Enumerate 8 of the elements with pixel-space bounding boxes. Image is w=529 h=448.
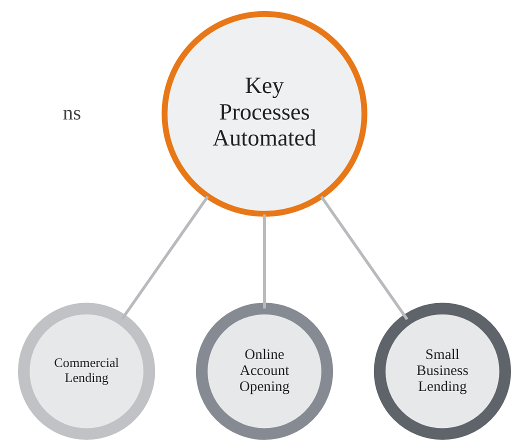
connector xyxy=(120,196,209,320)
node-circle: Commercial Lending xyxy=(18,302,156,440)
node-circle: Small Business Lending xyxy=(374,302,511,440)
connector xyxy=(320,196,408,320)
label: ns xyxy=(62,102,82,124)
node-circle: Online Account Opening xyxy=(196,302,334,440)
connector xyxy=(263,214,266,308)
node-circle: Key Processes Automated xyxy=(162,11,368,217)
